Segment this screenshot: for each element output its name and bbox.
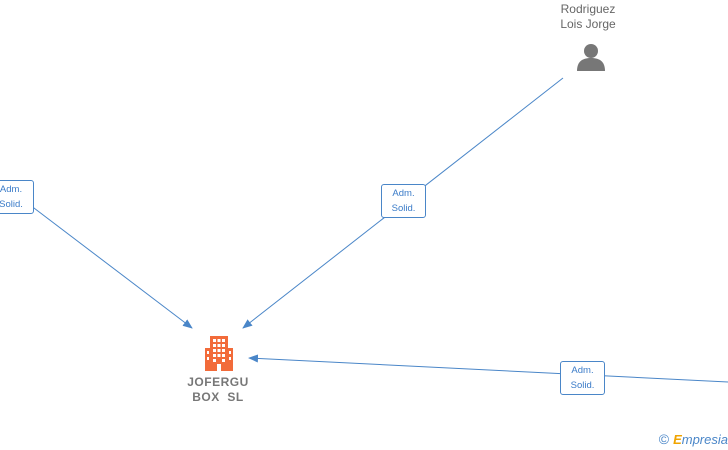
person-icon[interactable] — [576, 42, 606, 72]
person-node-name[interactable]: Rodriguez Lois Jorge — [528, 2, 648, 32]
company-node-name[interactable]: JOFERGU BOX SL — [163, 375, 273, 405]
edge-label-left[interactable]: Adm. Solid. — [0, 180, 34, 214]
edge-line-left — [29, 204, 193, 329]
brand-watermark: ©Empresia — [659, 431, 728, 447]
edge-label-right-line2: Solid. — [570, 380, 595, 391]
company-name-line1: JOFERGU — [187, 375, 249, 389]
edge-label-person-line1: Adm. — [392, 188, 415, 199]
edge-label-person-line2: Solid. — [391, 203, 416, 214]
edge-label-left-line1: Adm. — [0, 184, 23, 195]
edge-label-right[interactable]: Adm. Solid. — [560, 361, 605, 395]
brand-initial: E — [673, 432, 682, 447]
edge-line-right — [248, 354, 728, 383]
edge-label-left-line2: Solid. — [0, 199, 23, 210]
brand-name: mpresia — [681, 432, 728, 447]
edge-label-person[interactable]: Adm. Solid. — [381, 184, 426, 218]
company-name-line2: BOX SL — [192, 390, 244, 404]
edge-label-right-line1: Adm. — [571, 365, 594, 376]
copyright-icon: © — [658, 431, 670, 447]
person-name-line2: Lois Jorge — [560, 17, 616, 31]
building-icon[interactable] — [205, 336, 233, 371]
person-name-line1: Rodriguez — [560, 2, 616, 16]
